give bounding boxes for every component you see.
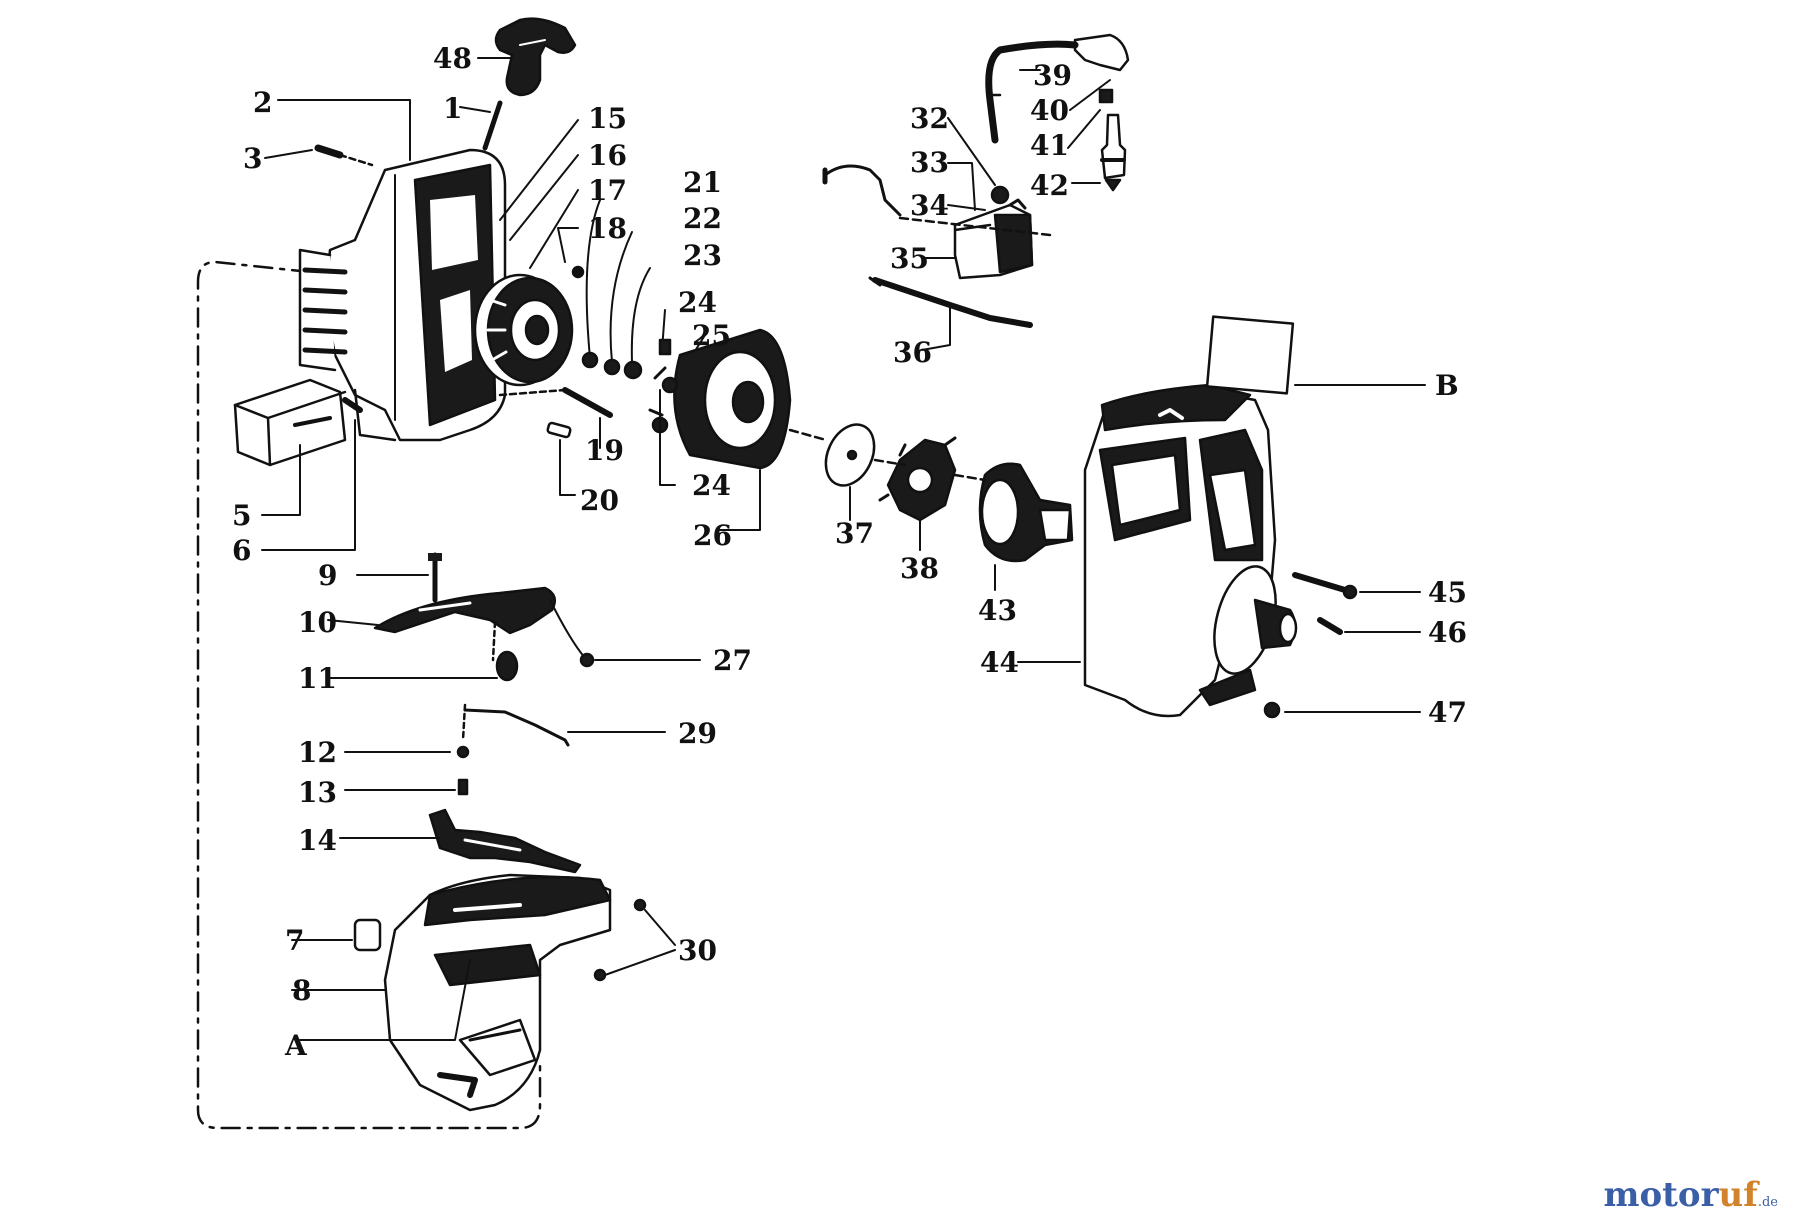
label-9: 9 <box>318 559 337 592</box>
label-35: 35 <box>890 242 929 275</box>
label-27: 27 <box>713 644 752 677</box>
label-21: 21 <box>683 166 722 199</box>
screw-part-47 <box>1263 701 1281 719</box>
label-26: 26 <box>693 519 732 552</box>
label-15: 15 <box>588 102 627 135</box>
label-30: 30 <box>678 934 717 967</box>
clutch-shoe-part-38 <box>878 436 957 522</box>
bolt-part-19 <box>562 387 613 418</box>
label-11: 11 <box>298 662 337 695</box>
label-34: 34 <box>910 189 949 222</box>
label-8: 8 <box>292 974 311 1007</box>
label-29: 29 <box>678 717 717 750</box>
label-7: 7 <box>285 924 304 957</box>
label-6: 6 <box>232 534 251 567</box>
air-filter-part-5 <box>233 378 347 467</box>
label-23: 23 <box>683 239 722 272</box>
label-48: 48 <box>433 42 472 75</box>
label-22: 22 <box>683 202 722 235</box>
label-32: 32 <box>910 102 949 135</box>
label-38: 38 <box>900 552 939 585</box>
grommet-part-32 <box>990 185 1010 205</box>
label-33: 33 <box>910 146 949 179</box>
connector-part-41 <box>1098 88 1114 104</box>
label-14: 14 <box>298 824 337 857</box>
label-13: 13 <box>298 776 337 809</box>
label-45: 45 <box>1428 576 1467 609</box>
label-39: 39 <box>1033 59 1072 92</box>
spark-plug-boot-part-39 <box>985 33 1130 144</box>
label-46: 46 <box>1428 616 1467 649</box>
bolt-part-45 <box>1292 572 1348 593</box>
starter-handle-part-48 <box>494 17 577 97</box>
label-24-bottom: 24 <box>692 469 731 502</box>
label-B: B <box>1435 369 1459 402</box>
label-40: 40 <box>1030 94 1069 127</box>
label-A: A <box>284 1029 308 1062</box>
fan-housing-part-44 <box>1083 383 1298 718</box>
washer-part-12 <box>456 745 470 759</box>
label-37: 37 <box>835 517 874 550</box>
starter-rope-part-1 <box>482 100 503 151</box>
screw-part-13 <box>457 778 469 796</box>
label-18: 18 <box>588 212 627 245</box>
label-43: 43 <box>978 594 1017 627</box>
label-2: 2 <box>253 86 272 119</box>
nut-part-23 <box>623 360 643 380</box>
cable-part-36 <box>872 277 1033 328</box>
bracket-part-10 <box>373 586 557 635</box>
label-10: 10 <box>298 606 337 639</box>
label-16: 16 <box>588 139 627 172</box>
washer-part-22 <box>603 358 621 376</box>
label-42: 42 <box>1030 169 1069 202</box>
label-20: 20 <box>580 484 619 517</box>
bolt-part-46 <box>1317 617 1343 635</box>
watermark-text-part-a: motor <box>1603 1175 1719 1215</box>
spring-part-24 <box>658 338 672 356</box>
label-24-top: 24 <box>678 286 717 319</box>
flywheel-part-17 <box>473 273 574 387</box>
spark-plug-part-42 <box>1100 113 1127 192</box>
nut-part-6 <box>342 397 363 413</box>
housing-part-8 <box>383 873 612 1112</box>
watermark-text-part-b: uf <box>1718 1175 1758 1215</box>
grommet-part-11 <box>495 650 519 682</box>
label-25: 25 <box>692 319 731 352</box>
label-41: 41 <box>1030 129 1069 162</box>
label-5: 5 <box>232 499 251 532</box>
screw-part-3 <box>314 144 344 159</box>
washer-part-21 <box>581 351 599 369</box>
clutch-drum-part-43 <box>978 462 1074 563</box>
pin-part-20 <box>546 421 572 439</box>
clip-part-7 <box>353 918 382 952</box>
label-1: 1 <box>443 92 462 125</box>
throttle-cable-part-29 <box>463 708 570 747</box>
label-47: 47 <box>1428 696 1467 729</box>
label-19: 19 <box>585 434 624 467</box>
site-watermark: motoruf.de <box>1604 1175 1778 1215</box>
washer-part-37 <box>824 423 876 487</box>
label-36: 36 <box>893 336 932 369</box>
label-44: 44 <box>980 646 1019 679</box>
label-3: 3 <box>243 142 262 175</box>
watermark-tld: .de <box>1757 1195 1778 1210</box>
bracket-part-14 <box>428 808 582 874</box>
label-12: 12 <box>298 736 337 769</box>
ignition-coil-part-35 <box>898 198 1052 280</box>
label-17: 17 <box>588 174 627 207</box>
assembly-boundary-dashed <box>196 260 542 1130</box>
label-plate-part-B <box>1205 315 1295 395</box>
engine-block-part-2 <box>298 148 507 442</box>
clutch-part-26 <box>648 328 792 470</box>
